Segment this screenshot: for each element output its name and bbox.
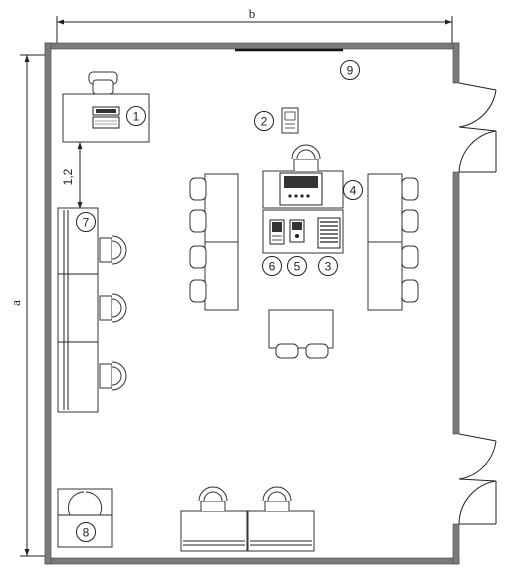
svg-text:5: 5 <box>294 260 301 274</box>
chair-bottom-2 <box>262 486 292 511</box>
marker-1: 1 <box>126 106 146 126</box>
marker-8: 8 <box>76 522 96 542</box>
height-label: a <box>8 300 23 306</box>
left-bench <box>57 207 99 413</box>
clearance-dimension: 1,2 <box>61 142 83 209</box>
dimension-width: b <box>56 6 453 44</box>
instrument-5-icon <box>289 219 305 243</box>
table-block-right <box>367 173 403 311</box>
svg-text:7: 7 <box>83 216 90 230</box>
marker-2: 2 <box>254 111 274 131</box>
small-table <box>268 309 334 359</box>
phone-icon <box>281 107 299 134</box>
marker-4: 4 <box>343 180 363 200</box>
door-lower <box>458 433 497 525</box>
chair-bottom-1 <box>198 486 228 511</box>
svg-text:9: 9 <box>347 64 354 78</box>
marker-7: 7 <box>76 212 96 232</box>
svg-text:6: 6 <box>269 260 276 274</box>
svg-text:3: 3 <box>325 260 332 274</box>
marker-9: 9 <box>340 60 360 80</box>
room-walls <box>44 42 460 565</box>
dimension-height: a <box>8 54 46 557</box>
bottom-bench <box>180 510 315 552</box>
instrument-3-icon <box>317 217 341 249</box>
table-block-left <box>204 173 239 311</box>
chairs-block-left <box>189 177 207 303</box>
chair-left-2 <box>99 293 127 323</box>
marker-6: 6 <box>262 256 282 276</box>
chair-left-3 <box>99 361 127 391</box>
oscilloscope-icon <box>279 172 323 206</box>
instrument-6-icon <box>269 219 285 245</box>
svg-text:8: 8 <box>83 526 90 540</box>
width-label: b <box>249 6 256 21</box>
computer-icon <box>92 106 120 129</box>
svg-text:4: 4 <box>350 184 357 198</box>
chair-left-1 <box>99 235 127 265</box>
marker-3: 3 <box>318 256 338 276</box>
chairs-block-right <box>401 177 419 303</box>
clearance-label: 1,2 <box>61 168 75 185</box>
door-upper <box>458 82 497 173</box>
svg-text:2: 2 <box>261 115 268 129</box>
equipment-bench <box>262 144 344 254</box>
marker-5: 5 <box>287 256 307 276</box>
svg-text:1: 1 <box>133 110 140 124</box>
